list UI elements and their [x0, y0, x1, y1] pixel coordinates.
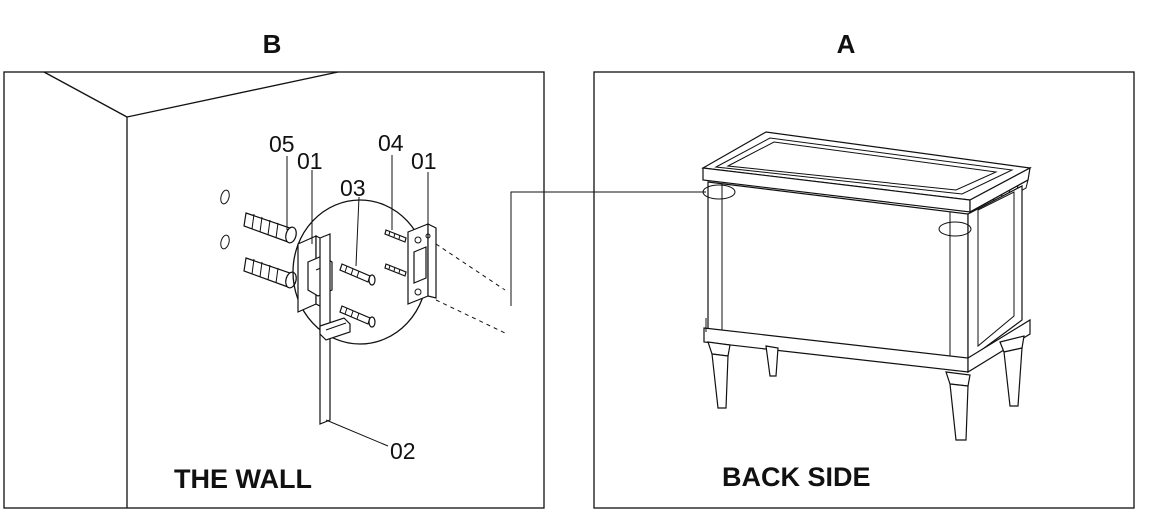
- strap: [319, 233, 351, 425]
- wall-plug-top: [243, 212, 297, 244]
- cabinet-bracket: [407, 223, 437, 305]
- panel-b-frame: [3, 71, 545, 509]
- panel-a-title: A: [837, 29, 856, 59]
- callout-01-cabinet: 01: [411, 148, 437, 174]
- wall-plug-bottom: [243, 257, 297, 289]
- callout-01-wall: 01: [297, 148, 323, 174]
- connector-line: [510, 191, 706, 306]
- panel-b: B: [3, 29, 545, 509]
- alignment-lines: [435, 243, 506, 334]
- panel-b-caption: THE WALL: [174, 464, 312, 494]
- panel-a: A: [593, 29, 1135, 509]
- cabinet: [701, 131, 1032, 441]
- wall-holes: [220, 189, 230, 250]
- callout-leaders: [286, 155, 429, 447]
- panel-a-caption: BACK SIDE: [722, 462, 871, 492]
- panel-b-title: B: [263, 29, 282, 59]
- screw-lower: [339, 305, 376, 328]
- panel-a-frame: [593, 71, 1135, 509]
- screw-04-top: [384, 229, 407, 243]
- screw-04-bottom: [384, 263, 407, 277]
- wall-corner: [43, 71, 339, 508]
- mount-mark-left: [702, 184, 736, 200]
- mount-mark-right: [938, 221, 972, 237]
- callout-05: 05: [269, 131, 295, 157]
- screw-upper: [339, 263, 376, 286]
- callout-02: 02: [390, 438, 416, 464]
- callout-04: 04: [378, 130, 404, 156]
- callout-03: 03: [340, 175, 366, 201]
